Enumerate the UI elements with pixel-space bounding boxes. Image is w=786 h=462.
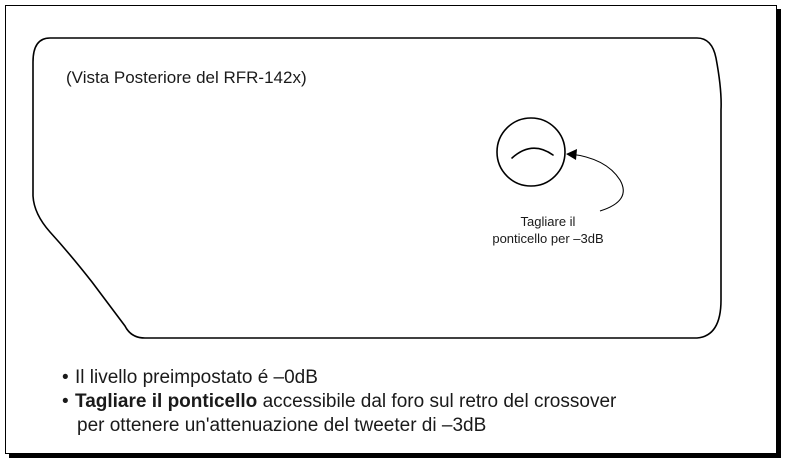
list-item-emphasis: Tagliare il ponticello bbox=[75, 391, 258, 412]
figure-frame bbox=[5, 5, 777, 454]
bullet-icon: • bbox=[62, 367, 69, 388]
list-item-text: accessibile dal foro sul retro del cross… bbox=[257, 391, 617, 412]
list-item: • Il livello preimpostato é –0dB bbox=[62, 366, 616, 390]
list-item: • Tagliare il ponticello accessibile dal… bbox=[62, 390, 616, 438]
callout-arrow-line bbox=[569, 153, 624, 212]
jumper-callout-text: Tagliare il ponticello per –3dB bbox=[458, 213, 638, 247]
jumper-wire bbox=[511, 147, 554, 159]
callout-arrowhead bbox=[566, 149, 577, 160]
diagram-caption: (Vista Posteriore del RFR-142x) bbox=[66, 68, 307, 87]
bullet-icon: • bbox=[62, 391, 69, 412]
list-item-text: Il livello preimpostato é –0dB bbox=[75, 367, 318, 388]
callout-line-1: Tagliare il bbox=[520, 214, 576, 229]
cabinet-outline bbox=[32, 37, 722, 339]
list-item-continuation: per ottenere un'attenuazione del tweeter… bbox=[77, 415, 487, 436]
access-hole bbox=[496, 117, 566, 187]
callout-line-2: ponticello per –3dB bbox=[492, 231, 604, 246]
instruction-list: • Il livello preimpostato é –0dB • Tagli… bbox=[62, 366, 616, 438]
